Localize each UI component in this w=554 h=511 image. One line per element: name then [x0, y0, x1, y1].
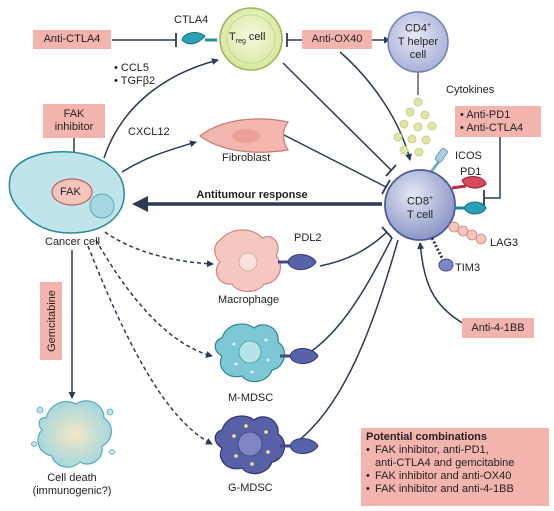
cytokine-dots — [393, 97, 437, 157]
cd8-cell-label: CD8+ T cell — [406, 195, 434, 221]
anti-ox40-label: Anti-OX40 — [311, 33, 363, 45]
gemcitabine-box — [40, 282, 62, 360]
treg-cell-label: Treg cell — [229, 31, 266, 46]
combination-item: FAK inhibitor and anti-OX40 — [366, 470, 544, 483]
lag3-receptor — [448, 221, 487, 245]
pd1-label: PD1 — [460, 166, 482, 178]
connector-fibroblast-to-cd8 — [283, 134, 391, 195]
combination-item: FAK inhibitor and anti-4-1BB — [366, 483, 544, 496]
cancer-cell — [8, 151, 125, 234]
icos-label: ICOS — [455, 150, 482, 162]
connector-g-mdsc-to-cd8 — [289, 239, 399, 448]
potential-combinations-box: Potential combinations FAK inhibitor, an… — [361, 428, 549, 506]
connector-macrophage-to-cd8 — [319, 226, 393, 267]
pdl2-label: PDL2 — [294, 232, 322, 244]
fak-inhibitor-label: FAK inhibitor — [54, 108, 94, 133]
anti-ox40-box: Anti-OX40 — [302, 30, 372, 49]
anti-pd1-label: Anti-PD1 — [466, 109, 511, 121]
arrow-cancer-to-fibroblast — [121, 140, 197, 173]
connector-anti-ctla4-to-ctla4 — [112, 33, 177, 47]
g-mdsc-cell — [214, 415, 286, 475]
ctla4-receptor — [181, 32, 217, 45]
cxcl12-label: CXCL12 — [128, 126, 170, 138]
m-mdsc-label: M-MDSC — [228, 392, 274, 404]
anti-ctla4-box: Anti-CTLA4 — [33, 30, 111, 49]
combination-item: FAK inhibitor, anti-PD1, — [366, 444, 544, 457]
fak-label: FAK — [60, 186, 81, 198]
cytokines-label: Cytokines — [446, 84, 495, 96]
arrow-cancer-to-treg — [103, 58, 219, 159]
ccl5-label: • CCL5 — [114, 62, 150, 74]
combination-item-continued: anti-CTLA4 and gemcitabine — [375, 457, 515, 469]
anti-ctla4-right-label: Anti-CTLA4 — [466, 122, 524, 134]
tim3-label: TIM3 — [455, 262, 481, 274]
arrow-cancer-to-macrophage — [104, 231, 214, 268]
anti-41bb-label: Anti-4-1BB — [471, 322, 525, 334]
cancer-cell-label: Cancer cell — [45, 236, 101, 248]
g-mdsc-ligand — [280, 438, 319, 454]
treg-cell — [219, 7, 283, 71]
fibroblast-cell — [199, 118, 290, 153]
combinations-title: Potential combinations — [366, 431, 488, 443]
fibroblast-label: Fibroblast — [222, 152, 271, 164]
cd4-t-helper-cell — [387, 11, 449, 73]
m-mdsc-cell — [214, 323, 286, 383]
cd8-t-cell — [384, 169, 456, 241]
pd1-receptor — [451, 176, 487, 190]
anti-ctla4-label: Anti-CTLA4 — [43, 33, 101, 45]
pdl2-ligand — [278, 254, 317, 270]
arrow-cancer-to-m-mdsc — [95, 239, 213, 358]
ctla4-label: CTLA4 — [174, 14, 209, 26]
tim3-receptor — [430, 237, 454, 272]
anti-pd1-ctla4-box: • Anti-PD1 • Anti-CTLA4 — [455, 106, 541, 137]
connector-treg-to-cd8 — [282, 62, 397, 177]
teal-receptor — [454, 201, 487, 215]
cd4-cell-label: CD4+ T helper cell — [397, 22, 439, 61]
antitumour-response-label: Antitumour response — [196, 189, 307, 201]
cell-death-label: Cell death (immunogenic?) — [32, 472, 112, 497]
macrophage-cell — [214, 229, 281, 293]
arrow-cancer-to-g-mdsc — [87, 245, 213, 445]
connector-anti-ox40-to-treg — [286, 33, 302, 47]
connector-m-mdsc-to-cd8 — [305, 237, 393, 356]
arrow-anti-41bb-to-cd8 — [417, 242, 467, 326]
arrow-anti-ox40-to-cd8 — [339, 51, 412, 161]
connector-anti-pd1-to-pd1 — [483, 136, 501, 206]
dying-cell — [31, 400, 115, 468]
tgfb2-label: • TGFβ2 — [114, 75, 156, 87]
m-mdsc-ligand — [280, 348, 319, 364]
combinations-list: FAK inhibitor, anti-PD1, anti-CTLA4 and … — [366, 444, 544, 496]
gemcitabine-label: Gemcitabine — [46, 290, 58, 352]
macrophage-label: Macrophage — [218, 294, 280, 306]
anti-41bb-box: Anti-4-1BB — [462, 318, 534, 338]
fak-inhibitor-box: FAK inhibitor — [43, 104, 105, 138]
lag3-label: LAG3 — [490, 237, 519, 249]
g-mdsc-label: G-MDSC — [228, 482, 273, 494]
